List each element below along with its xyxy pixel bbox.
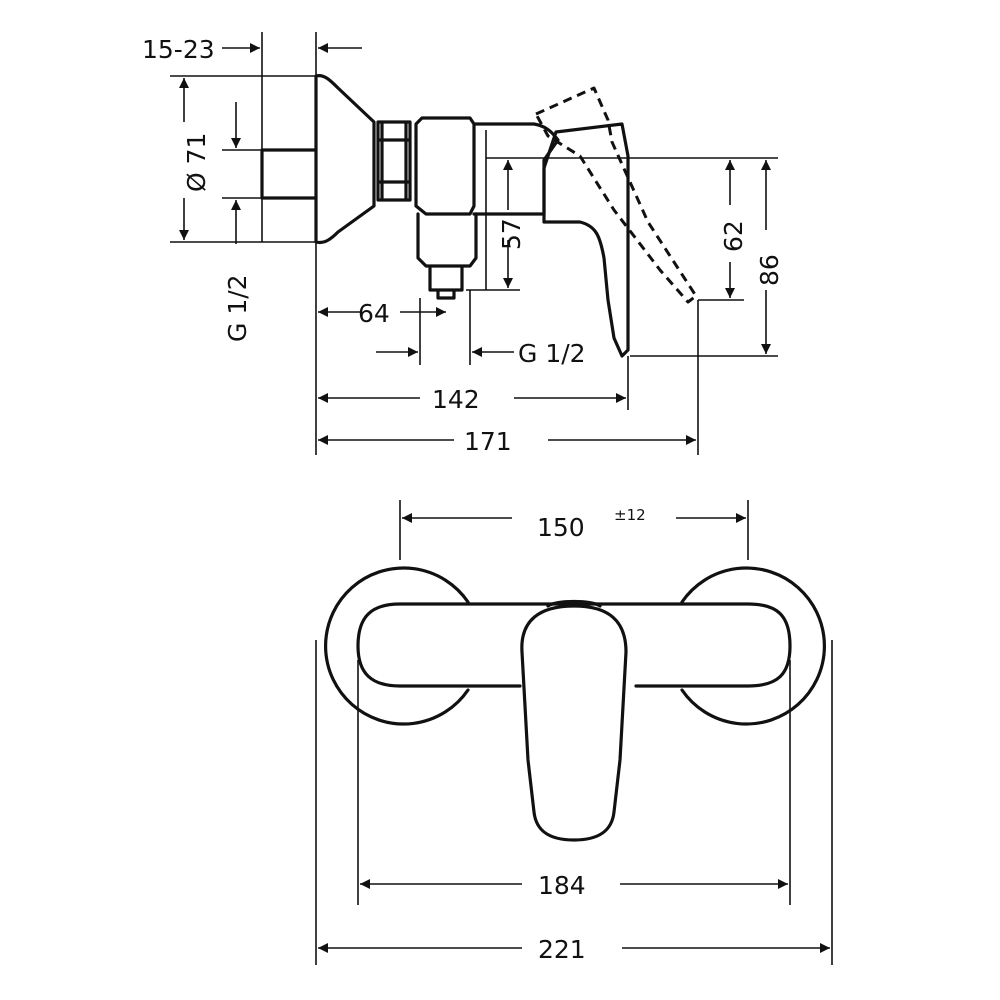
dim-body-width: 184	[538, 871, 586, 900]
dim-outlet-thread: G 1/2	[518, 339, 586, 368]
dim-depth-to-outlet: 64	[358, 299, 390, 328]
right-rosette	[680, 566, 827, 726]
dim-center-tolerance: ±12	[614, 506, 646, 524]
lever-handle-front	[520, 604, 628, 842]
hex-nut	[376, 120, 412, 202]
left-rosette	[323, 566, 470, 726]
dim-total-width: 221	[538, 935, 586, 964]
wall-rosette	[314, 74, 376, 245]
inlet-nipple	[260, 148, 318, 200]
dim-wall-thickness: 15-23	[142, 35, 215, 64]
lever-handle	[542, 122, 630, 358]
valve-body	[414, 116, 560, 216]
dim-lever-height: 62	[719, 220, 748, 252]
dim-outlet-height: 57	[497, 218, 526, 250]
dim-rosette-diameter: Ø 71	[182, 133, 211, 192]
dim-total-depth: 171	[464, 427, 512, 456]
side-view: 15-23 Ø 71 G 1/2 64 G 1/2 57 62 86	[142, 32, 784, 456]
mixer-body	[356, 602, 792, 688]
dim-lever-depth: 142	[432, 385, 480, 414]
front-view: 150 ±12 184 221	[315, 500, 833, 965]
dim-inlet-thread: G 1/2	[223, 274, 252, 342]
dim-total-height: 86	[755, 254, 784, 286]
dim-center-distance: 150	[537, 513, 585, 542]
shower-outlet	[416, 212, 478, 300]
lever-handle-open-position	[534, 86, 698, 304]
